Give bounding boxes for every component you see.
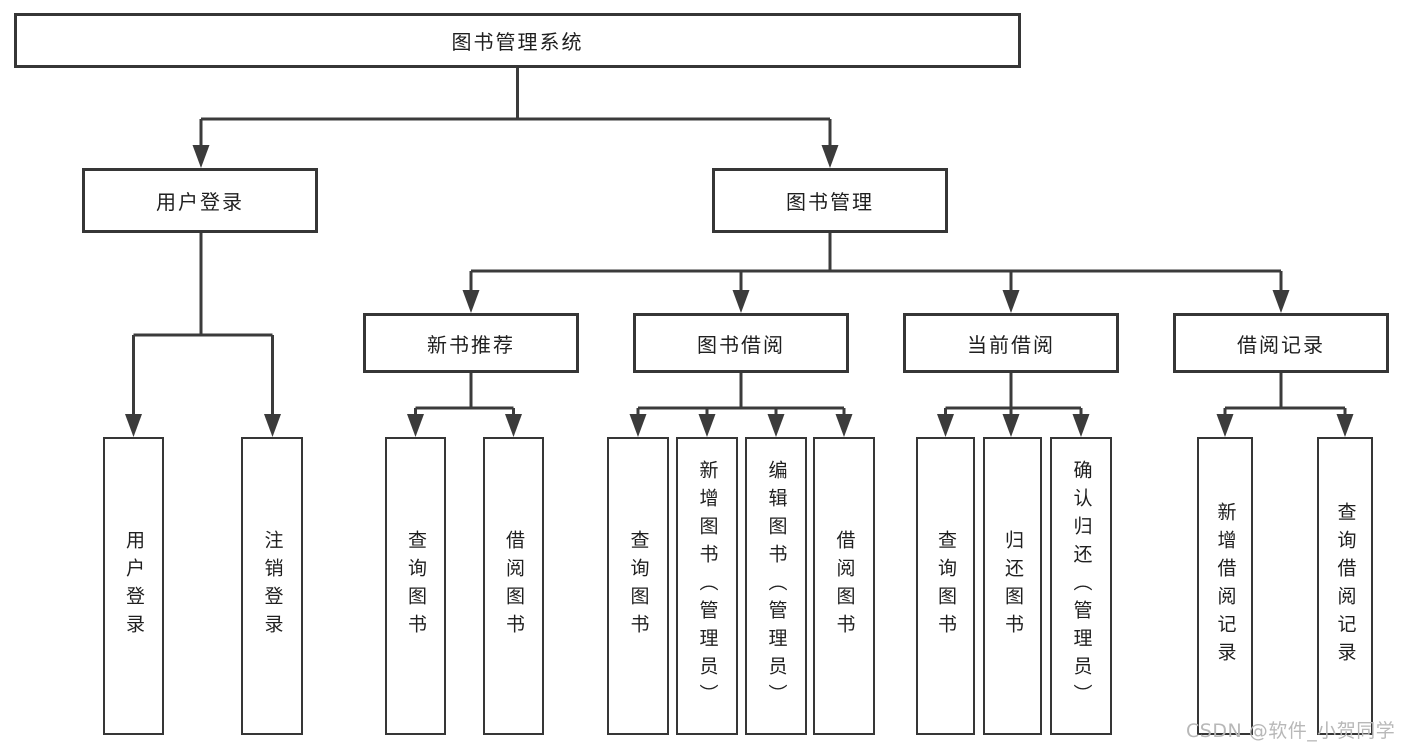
node-library-management-system: 图书管理系统 xyxy=(14,13,1021,68)
leaf-label: 确认归还（管理员） xyxy=(1070,460,1093,712)
node-label: 借阅记录 xyxy=(1237,332,1325,357)
leaf-return-book: 归还图书 xyxy=(983,437,1042,735)
leaf-borrow-books-recommend: 借阅图书 xyxy=(483,437,544,735)
connector-userlogin-to-leaves xyxy=(125,231,281,437)
leaf-logout: 注销登录 xyxy=(241,437,303,735)
leaf-add-book-admin: 新增图书（管理员） xyxy=(676,437,738,735)
node-new-book-recommend: 新书推荐 xyxy=(363,313,579,373)
leaf-label: 借阅图书 xyxy=(502,530,525,642)
leaf-borrow-books: 借阅图书 xyxy=(813,437,875,735)
node-borrow-records: 借阅记录 xyxy=(1173,313,1389,373)
leaf-label: 查询借阅记录 xyxy=(1334,502,1357,670)
node-book-management: 图书管理 xyxy=(712,168,948,233)
leaf-label: 编辑图书（管理员） xyxy=(765,460,788,712)
leaf-label: 新增借阅记录 xyxy=(1214,502,1237,670)
leaf-search-books-current: 查询图书 xyxy=(916,437,975,735)
leaf-search-books-borrow: 查询图书 xyxy=(607,437,669,735)
leaf-query-borrow-record: 查询借阅记录 xyxy=(1317,437,1373,735)
leaf-confirm-return-admin: 确认归还（管理员） xyxy=(1050,437,1112,735)
leaf-label: 查询图书 xyxy=(404,530,427,642)
connector-root-to-level2 xyxy=(192,66,839,168)
node-label: 图书借阅 xyxy=(697,332,785,357)
leaf-label: 新增图书（管理员） xyxy=(696,460,719,712)
node-book-borrow: 图书借阅 xyxy=(633,313,849,373)
node-label: 当前借阅 xyxy=(967,332,1055,357)
connector-bookborrow-to-leaves xyxy=(629,371,853,437)
csdn-watermark: CSDN @软件_小贺同学 xyxy=(1186,720,1396,742)
leaf-label: 归还图书 xyxy=(1001,530,1024,642)
connector-borrowrecords-to-leaves xyxy=(1216,371,1354,437)
leaf-label: 注销登录 xyxy=(261,530,284,642)
leaf-label: 查询图书 xyxy=(627,530,650,642)
connector-newbook-to-leaves xyxy=(407,371,522,437)
node-label: 新书推荐 xyxy=(427,332,515,357)
leaf-add-borrow-record: 新增借阅记录 xyxy=(1197,437,1253,735)
leaf-label: 借阅图书 xyxy=(833,530,856,642)
connector-currentborrow-to-leaves xyxy=(937,371,1090,437)
leaf-user-login: 用户登录 xyxy=(103,437,164,735)
node-user-login: 用户登录 xyxy=(82,168,318,233)
leaf-label: 用户登录 xyxy=(122,530,145,642)
node-label: 用户登录 xyxy=(156,190,244,214)
leaf-search-books-recommend: 查询图书 xyxy=(385,437,446,735)
connector-bookmgmt-to-level3 xyxy=(462,231,1290,313)
node-label: 图书管理 xyxy=(786,190,874,214)
node-current-borrow: 当前借阅 xyxy=(903,313,1119,373)
node-label: 图书管理系统 xyxy=(451,30,584,54)
leaf-edit-book-admin: 编辑图书（管理员） xyxy=(745,437,807,735)
leaf-label: 查询图书 xyxy=(934,530,957,642)
